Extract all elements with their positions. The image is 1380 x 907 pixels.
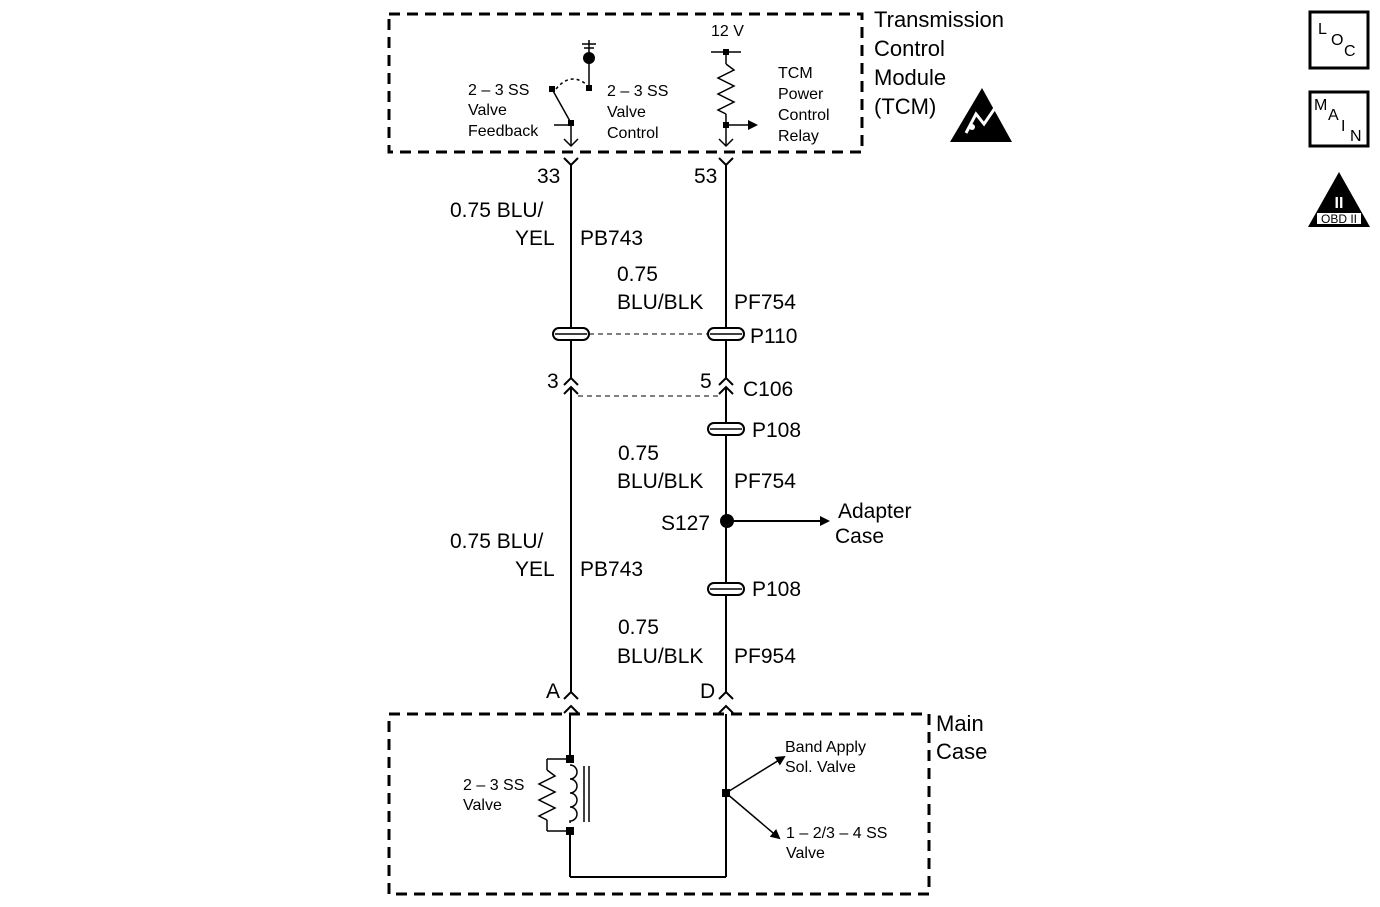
wire-left-upper-circuit: PB743 xyxy=(580,227,643,250)
wire-right-lower-circuit: PF954 xyxy=(734,645,796,668)
ss-valve-label: 1 – 2/3 – 4 SS Valve xyxy=(786,825,892,862)
tcm-boundary xyxy=(387,12,864,154)
svg-text:OBD II: OBD II xyxy=(1321,212,1357,226)
svg-text:I: I xyxy=(1341,118,1345,135)
right-branch xyxy=(722,714,786,877)
main-badge-icon: M A I N xyxy=(1308,90,1370,148)
c106-pin-5: 5 xyxy=(700,370,712,393)
wire-right-mid-circuit: PF754 xyxy=(734,470,796,493)
wire-pb743 xyxy=(563,157,579,714)
svg-text:M: M xyxy=(1314,97,1327,114)
control-label: 2 – 3 SS Valve Control xyxy=(607,83,673,142)
adapter-case-label: Adapter Case xyxy=(835,500,917,548)
svg-text:N: N xyxy=(1350,128,1362,145)
band-apply-label: Band Apply Sol. Valve xyxy=(785,739,870,776)
main-case-boundary xyxy=(387,712,931,896)
wire-right-lower-color: BLU/BLK xyxy=(617,645,703,668)
svg-text:L: L xyxy=(1318,21,1327,38)
obd-ii-badge-icon: II OBD II xyxy=(1308,172,1370,227)
main-case: Main Case 2 – 3 SS Valve xyxy=(387,711,990,896)
pin-a-label: A xyxy=(546,680,560,703)
feedback-label: 2 – 3 SS Valve Feedback xyxy=(468,82,539,140)
svg-text:C: C xyxy=(1344,43,1356,60)
wire-left-lower-color: 0.75 BLU/ YEL xyxy=(450,530,555,581)
c106-label: C106 xyxy=(743,378,793,401)
ground-icon xyxy=(583,52,595,64)
wire-right-lower-gauge: 0.75 xyxy=(618,616,659,639)
c106-pin-3: 3 xyxy=(547,370,559,393)
wire-right-upper-circuit: PF754 xyxy=(734,291,796,314)
voltage-label: 12 V xyxy=(711,23,744,40)
s127-label: S127 xyxy=(661,512,710,535)
main-valve-label: 2 – 3 SS Valve xyxy=(463,777,529,814)
wire-left-upper-color: 0.75 BLU/ YEL xyxy=(450,199,555,250)
svg-text:II: II xyxy=(1335,195,1344,212)
wire-right-mid-color: BLU/BLK xyxy=(617,470,703,493)
wire-right-upper-gauge: 0.75 xyxy=(617,263,658,286)
main-case-label: Main Case xyxy=(936,711,990,764)
relay-circuit xyxy=(711,49,758,148)
svg-text:A: A xyxy=(1328,107,1339,124)
wire-pf754-pf954 xyxy=(718,157,734,714)
p110-grommet-left xyxy=(552,327,590,341)
tcm-module: Transmission Control Module (TCM) xyxy=(387,7,1012,154)
svg-text:O: O xyxy=(1331,32,1343,49)
p110-label: P110 xyxy=(750,325,798,348)
solenoid-valve-icon xyxy=(537,714,726,878)
loc-badge-icon: L O C xyxy=(1308,10,1370,70)
pin-53-label: 53 xyxy=(694,165,717,188)
wire-right-mid-gauge: 0.75 xyxy=(618,442,659,465)
pin-33-label: 33 xyxy=(537,165,560,188)
p108-grommet-lower xyxy=(707,582,745,596)
p108-grommet-upper xyxy=(707,422,745,436)
p108-upper-label: P108 xyxy=(752,419,801,442)
p110-grommet-right xyxy=(707,327,745,341)
tcm-label: Transmission Control Module (TCM) xyxy=(874,7,1010,119)
p108-lower-label: P108 xyxy=(752,578,801,601)
valve-switch-circuit xyxy=(549,40,596,148)
wire-left-lower-circuit: PB743 xyxy=(580,558,643,581)
pin-d-label: D xyxy=(700,680,715,703)
relay-label: TCM Power Control Relay xyxy=(778,65,834,145)
esd-warning-icon xyxy=(950,88,1012,142)
wire-right-upper-color: BLU/BLK xyxy=(617,291,703,314)
